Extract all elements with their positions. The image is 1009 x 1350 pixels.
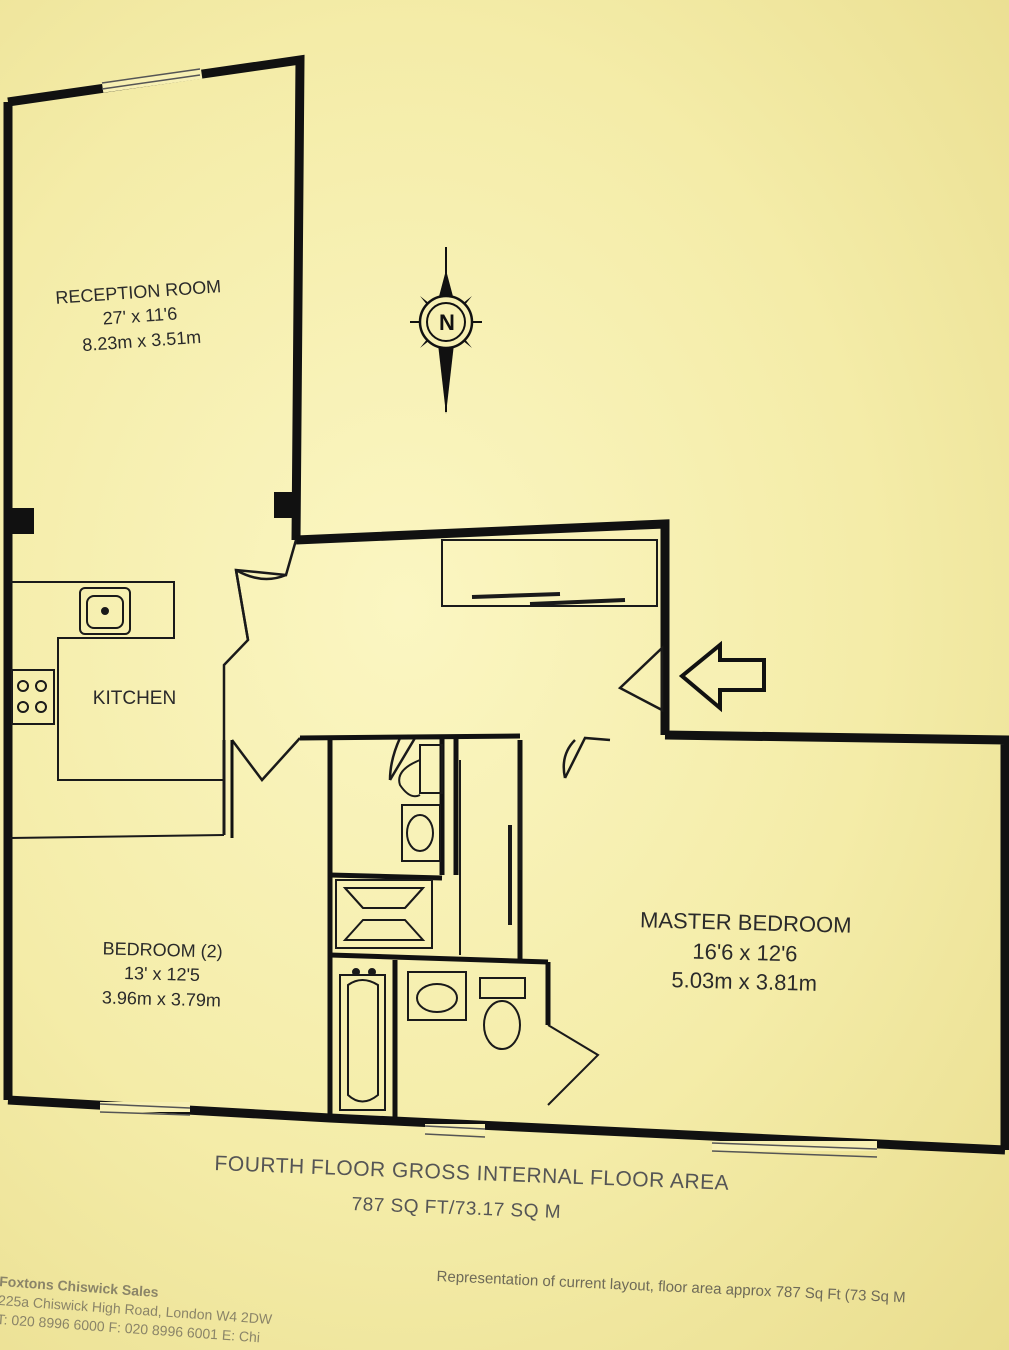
- entrance-arrow-icon: [678, 640, 766, 713]
- compass-letter: N: [439, 310, 455, 335]
- ensuite-toilet-icon: [479, 977, 526, 999]
- reception-room-label: RECEPTION ROOM 27' x 11'6 8.23m x 3.51m: [43, 273, 238, 359]
- master-bedroom-label: MASTER BEDROOM 16'6 x 12'6 5.03m x 3.81m: [614, 905, 876, 1001]
- kitchen-worktop: [10, 581, 224, 781]
- room-name: BEDROOM (2): [102, 938, 223, 962]
- basin-icon: [401, 804, 441, 862]
- kitchen-sink-icon: [79, 587, 131, 635]
- hob-icon: [11, 669, 55, 725]
- kitchen-label: KITCHEN: [82, 686, 187, 712]
- room-name: KITCHEN: [92, 688, 177, 709]
- bedroom-2-label: BEDROOM (2) 13' x 12'5 3.96m x 3.79m: [81, 936, 243, 1013]
- ensuite-basin-icon: [407, 971, 467, 1021]
- room-size-metric: 3.96m x 3.79m: [101, 987, 222, 1011]
- shower-icon: [335, 879, 433, 949]
- toilet-icon: [419, 744, 443, 794]
- hall-north-wall: [295, 519, 670, 735]
- windows: [99, 68, 878, 1158]
- compass-icon: [410, 247, 482, 414]
- master-bedroom-walls: [664, 730, 1009, 1150]
